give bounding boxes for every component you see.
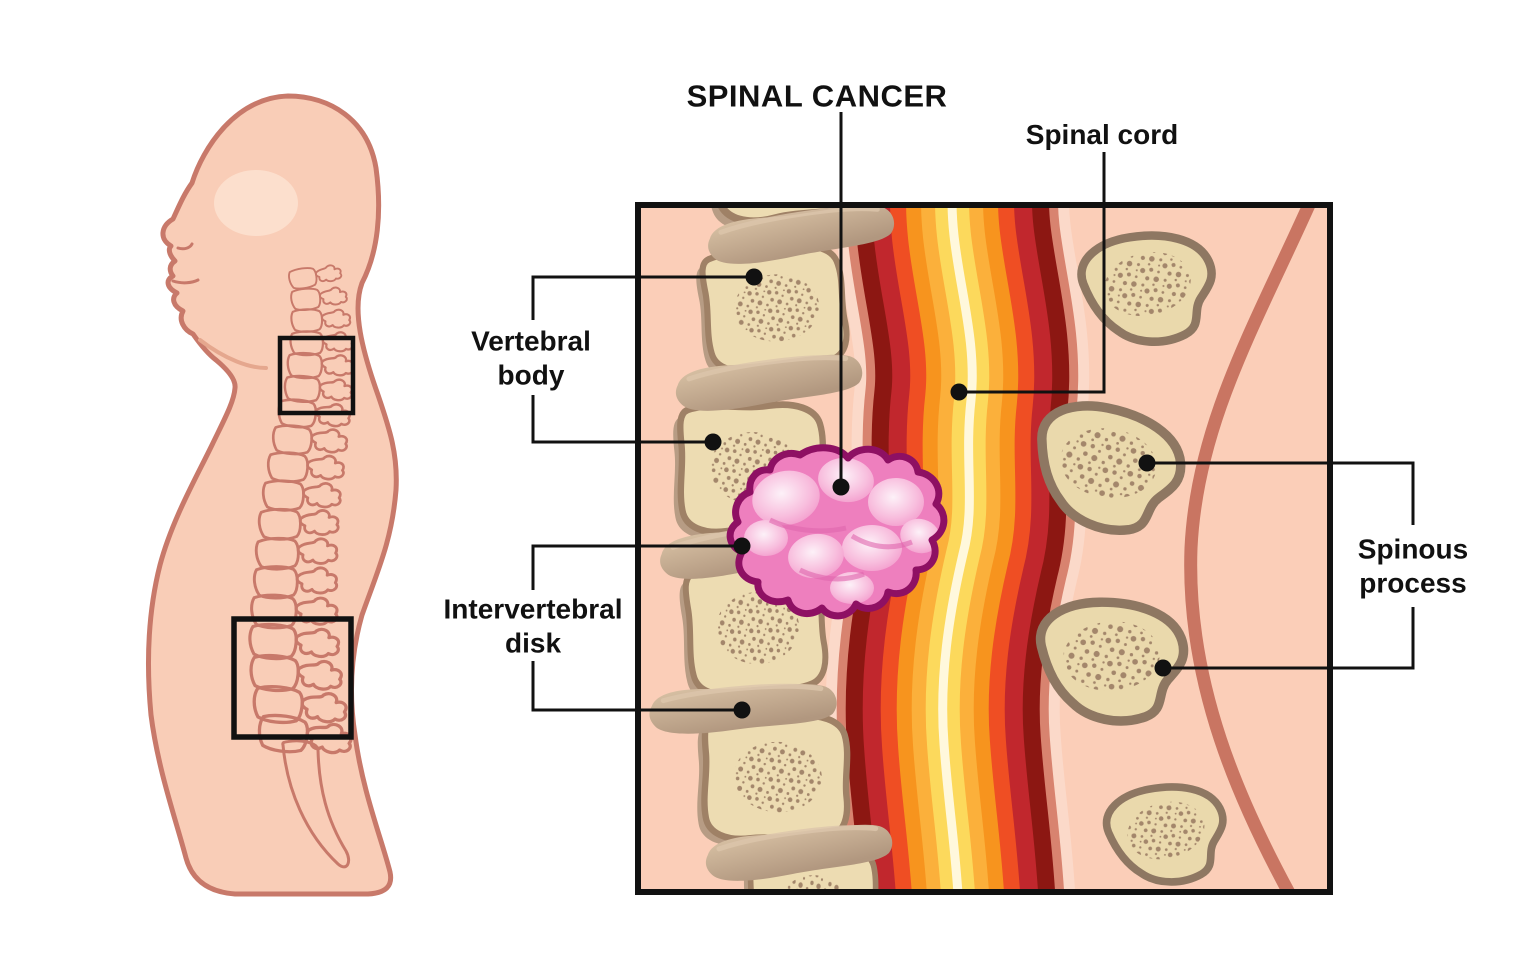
cheek-highlight: [214, 170, 298, 236]
lumbar-region-box: [231, 616, 354, 740]
pointer-spinous-process-bottom: [1163, 607, 1415, 670]
pointer-vertebral-body-top: [531, 275, 754, 320]
tumor-shape: [726, 444, 948, 620]
nose-detail: [176, 242, 194, 251]
spinal-cancer-title: SPINAL CANCER: [686, 78, 948, 114]
cervical-region-box: [277, 335, 356, 416]
sacrum-tail: [281, 739, 351, 869]
spinal-cord-highlight: [938, 205, 977, 892]
pointer-intervertebral-disk-bottom: [531, 661, 742, 712]
pointer-lines: [531, 112, 1415, 712]
lip-detail: [171, 278, 200, 285]
spinal-cord-band: [825, 205, 1090, 892]
panel-border: [635, 202, 1333, 895]
jaw-shadow: [198, 338, 268, 370]
human-figure: [145, 93, 399, 897]
vertebral-body-label: Vertebral body: [471, 325, 591, 390]
spinous-process-label: Spinous process: [1357, 533, 1469, 598]
spine-outline: [247, 260, 355, 869]
pointer-dots: [704, 268, 1172, 719]
back-contour-line: [1184, 205, 1317, 892]
spinal-cord-label: Spinal cord: [1025, 119, 1179, 151]
pointer-spinal-cord: [959, 152, 1106, 394]
pointer-intervertebral-disk-top: [531, 544, 742, 590]
pointer-spinous-process-top: [1147, 461, 1415, 525]
intervertebral-disk-label: Intervertebral disk: [443, 593, 623, 658]
diagram-panel: [635, 202, 1333, 895]
pointer-vertebral-body-bottom: [531, 395, 713, 444]
